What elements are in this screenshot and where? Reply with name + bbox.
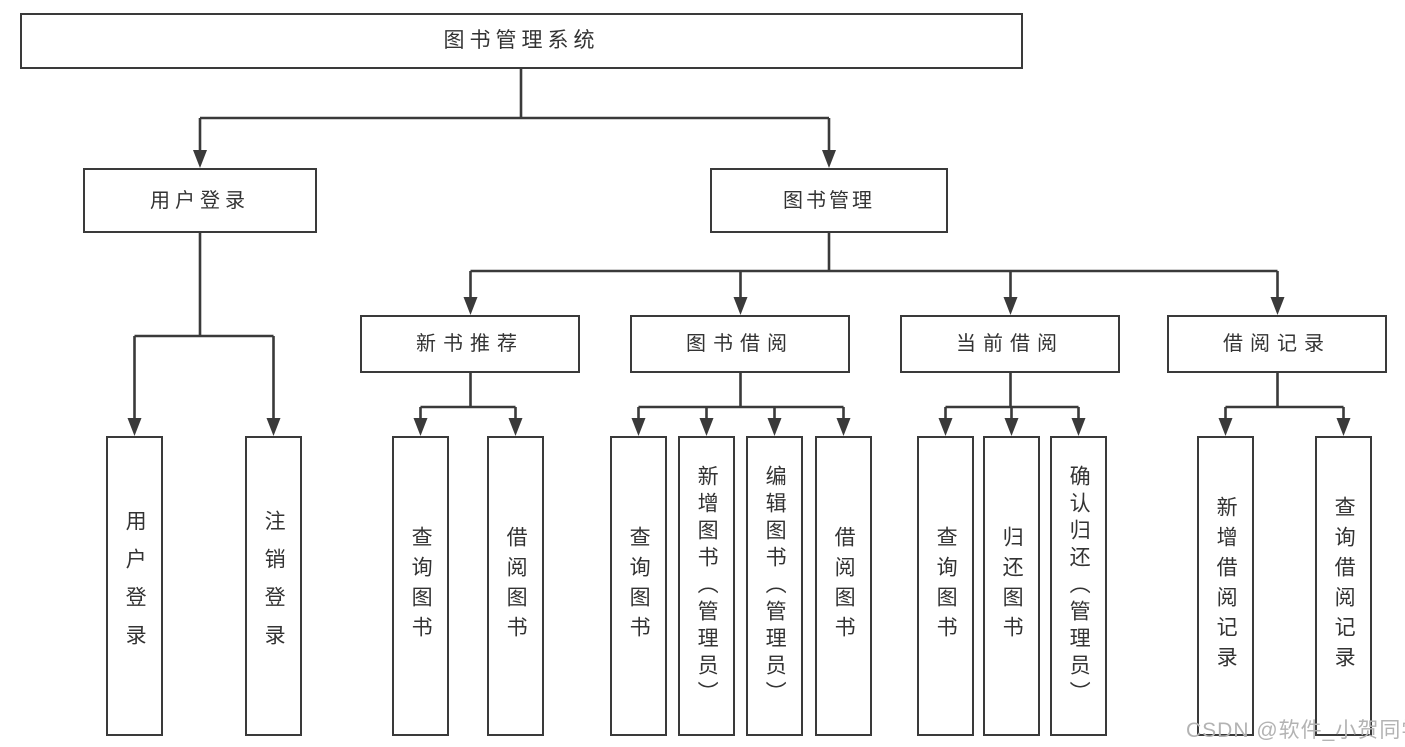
node-library-system: 图书管理系统 (20, 13, 1023, 69)
node-query-books-recommend: 查询图书 (392, 436, 449, 736)
connector-current-borrow-to-leaves (938, 373, 1086, 436)
node-edit-book-admin: 编辑图书（管理员） (746, 436, 803, 736)
arrow-down-icon (127, 418, 142, 436)
arrow-down-icon (631, 418, 646, 436)
node-new-book-recommend: 新书推荐 (360, 315, 580, 373)
node-return-book: 归还图书 (983, 436, 1040, 736)
arrow-down-icon (266, 418, 281, 436)
arrow-down-icon (413, 418, 428, 436)
arrow-down-icon (1003, 297, 1018, 315)
connector-book-borrow-to-leaves (631, 373, 851, 436)
arrow-down-icon (1004, 418, 1019, 436)
node-book-borrow: 图书借阅 (630, 315, 850, 373)
node-query-books-borrow: 查询图书 (610, 436, 667, 736)
node-borrow-records: 借阅记录 (1167, 315, 1387, 373)
arrow-down-icon (836, 418, 851, 436)
arrow-down-icon (733, 297, 748, 315)
node-query-books-current: 查询图书 (917, 436, 974, 736)
node-borrow-books-leaf: 借阅图书 (815, 436, 872, 736)
arrow-down-icon (1270, 297, 1285, 315)
connector-new-book-recommend-to-leaves (413, 373, 523, 436)
arrow-down-icon (938, 418, 953, 436)
arrow-down-icon (463, 297, 478, 315)
node-add-book-admin: 新增图书（管理员） (678, 436, 735, 736)
node-logout-leaf: 注销登录 (245, 436, 302, 736)
node-user-login: 用户登录 (83, 168, 317, 233)
node-add-borrow-record: 新增借阅记录 (1197, 436, 1254, 736)
node-borrow-books-recommend: 借阅图书 (487, 436, 544, 736)
node-book-management: 图书管理 (710, 168, 948, 233)
watermark: CSDN @软件_小贺同学 (1186, 719, 1405, 742)
arrow-down-icon (193, 150, 207, 168)
node-current-borrow: 当前借阅 (900, 315, 1120, 373)
arrow-down-icon (1071, 418, 1086, 436)
connector-root-to-level2 (193, 69, 836, 168)
connector-book-management-to-level3 (463, 233, 1285, 315)
node-query-borrow-record: 查询借阅记录 (1315, 436, 1372, 736)
arrow-down-icon (508, 418, 523, 436)
arrow-down-icon (767, 418, 782, 436)
arrow-down-icon (1336, 418, 1351, 436)
connector-user-login-to-leaves (127, 233, 281, 436)
node-confirm-return-admin: 确认归还（管理员） (1050, 436, 1107, 736)
node-user-login-leaf: 用户登录 (106, 436, 163, 736)
arrow-down-icon (699, 418, 714, 436)
connector-borrow-records-to-leaves (1218, 373, 1351, 436)
arrow-down-icon (822, 150, 836, 168)
arrow-down-icon (1218, 418, 1233, 436)
